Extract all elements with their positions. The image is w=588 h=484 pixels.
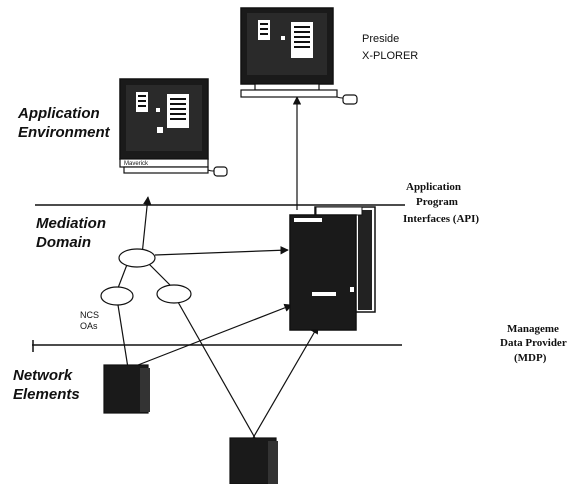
application-label: Application (17, 105, 100, 122)
mdp-label-line3: (MDP) (514, 352, 547, 364)
mdp-label-line1: Manageme (507, 323, 559, 335)
preside-label: Preside (362, 33, 399, 45)
preside-workstation-icon (240, 7, 358, 105)
network-element-left-icon (103, 364, 150, 414)
oa-node-top (118, 248, 156, 268)
oa-node-right (156, 284, 192, 304)
api-label-line2: Program (416, 196, 458, 208)
xplorer-label: X-PLORER (362, 50, 418, 62)
network-element-bottom-icon (229, 437, 278, 484)
network-label: Network (13, 367, 73, 384)
api-label-line1: Application (406, 181, 461, 193)
ncs-label: NCS (80, 310, 99, 320)
mediation-label: Mediation (36, 215, 106, 232)
domain-label: Domain (36, 234, 91, 251)
oa-node-left (100, 286, 134, 306)
environment-label: Environment (18, 124, 111, 141)
workstation-keyboard-label: Maverick (124, 161, 149, 167)
api-label-line3: Interfaces (API) (403, 213, 479, 225)
elements-label: Elements (13, 386, 80, 403)
oas-label: OAs (80, 321, 98, 331)
mdp-server-icon (289, 206, 376, 331)
application-workstation-icon: Maverick (119, 78, 228, 177)
mdp-label-line2: Data Provider (500, 337, 567, 349)
connection-lines (117, 96, 319, 439)
